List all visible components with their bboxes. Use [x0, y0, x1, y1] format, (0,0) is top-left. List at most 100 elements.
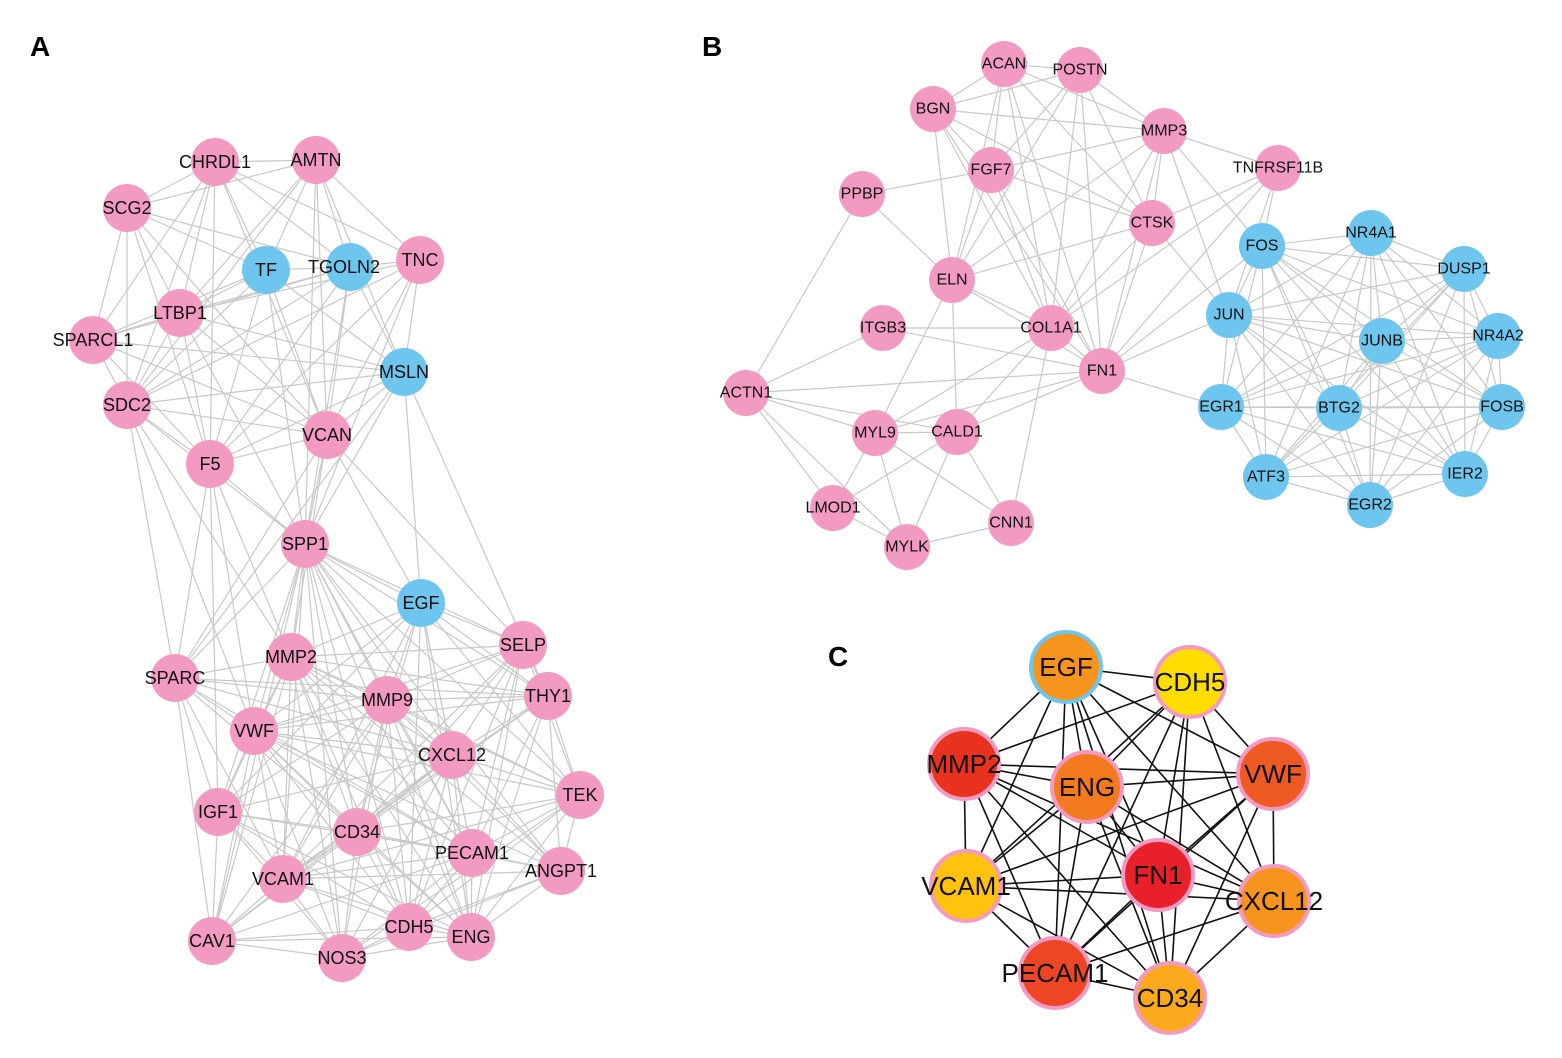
b-node-label: CTSK: [1131, 215, 1174, 232]
b-edge-postn-ctsk: [1079, 69, 1153, 224]
a-edge-tnc-f5: [209, 259, 421, 465]
c-node-label: VCAM1: [921, 871, 1011, 901]
a-edge-mmp2-tek: [290, 656, 581, 796]
b-node-label: ACTN1: [720, 385, 773, 402]
a-edge-spp1-tek: [304, 543, 581, 796]
b-node-circle: [1129, 200, 1175, 246]
a-edge-tek-vcam1: [282, 794, 581, 880]
a-edge-vwf-cav1: [211, 730, 255, 942]
a-edge-tf-spp1: [265, 269, 306, 545]
b-edge-nr4a1-btg2: [1338, 232, 1372, 409]
b-edge-nr4a1-atf3: [1265, 232, 1372, 478]
c-node-label: CXCL12: [1225, 886, 1323, 916]
b-node-label: IER2: [1447, 466, 1483, 483]
b-node-lmod1: LMOD1: [805, 485, 861, 531]
b-edge-junb-egr1: [1220, 340, 1383, 408]
a-edge-tnc-ltbp1: [179, 259, 421, 314]
c-node-label: EGF: [1039, 652, 1092, 682]
b-node-label: CNN1: [989, 515, 1033, 532]
a-edge-mmp2-angpt1: [290, 656, 562, 872]
b-edge-eln-myl9: [874, 279, 953, 434]
b-node-postn: POSTN: [1052, 47, 1108, 93]
b-edge-eln-fn1: [951, 279, 1103, 372]
a-node-label: CD34: [334, 822, 380, 842]
a-edge-mmp9-cav1: [211, 699, 388, 942]
a-node-circle: [537, 847, 585, 895]
a-edge-ltbp1-f5: [179, 312, 211, 465]
c-edge-mmp2-cxcl12: [963, 763, 1275, 902]
a-node-eng: ENG: [447, 913, 495, 961]
a-edge-sparcl1-vcan: [92, 339, 328, 436]
b-node-label: PPBP: [841, 186, 884, 203]
b-node-eln: ELN: [929, 257, 975, 303]
b-edge-cald1-lmod1: [832, 431, 958, 509]
b-node-mmp3: MMP3: [1141, 108, 1187, 154]
b-node-label: COL1A1: [1020, 320, 1081, 337]
c-node-label: FN1: [1133, 860, 1182, 890]
a-edge-amtn-ltbp1: [179, 159, 317, 314]
a-edge-sparc-cav1: [174, 677, 213, 942]
a-edge-scg2-tgoln2: [126, 207, 351, 268]
a-edge-sdc2-sparc: [126, 404, 176, 679]
a-edge-thy1-vcam1: [282, 695, 549, 880]
c-node-circle: [1121, 838, 1195, 912]
b-node-itgb3: ITGB3: [860, 305, 906, 351]
b-edge-tnfrsf11b-fn1: [1101, 167, 1279, 372]
b-edge-nr4a1-ier2: [1370, 232, 1466, 475]
a-edge-tf-f5: [209, 269, 267, 465]
a-edge-pecam1-vcam1: [282, 852, 473, 880]
a-edge-cxcl12-nos3: [341, 754, 453, 959]
a-edge-cd34-eng: [356, 831, 472, 938]
c-node-circle: [1050, 750, 1124, 824]
b-node-circle: [981, 41, 1027, 87]
a-node-circle: [428, 731, 476, 779]
a-node-label: VWF: [234, 721, 274, 741]
b-edge-fn1-actn1: [745, 370, 1103, 394]
a-edge-sdc2-vwf: [126, 404, 255, 732]
panel-b-label: B: [702, 31, 722, 62]
b-node-circle: [929, 257, 975, 303]
b-edge-dusp1-jun: [1228, 268, 1465, 316]
a-edge-vwf-vcam1: [253, 730, 284, 880]
a-edge-mmp9-cdh5: [386, 699, 410, 928]
b-node-label: FOS: [1246, 238, 1279, 255]
a-node-scg2: SCG2: [102, 184, 152, 232]
a-edge-mmp2-nos3: [290, 656, 343, 959]
b-node-circle: [860, 305, 906, 351]
b-edge-itgb3-actn1: [745, 327, 884, 394]
b-edge-mmp3-fgf7: [990, 130, 1165, 171]
a-node-msln: MSLN: [379, 348, 429, 396]
a-edge-angpt1-cdh5: [408, 870, 562, 928]
b-node-cnn1: CNN1: [988, 500, 1034, 546]
b-node-label: POSTN: [1052, 62, 1107, 79]
a-node-vcan: VCAN: [302, 411, 352, 459]
b-node-label: JUNB: [1361, 333, 1403, 350]
c-node-cdh5: CDH5: [1153, 645, 1227, 719]
a-edge-amtn-spp1: [304, 159, 317, 545]
c-node-label: CD34: [1137, 983, 1203, 1013]
b-node-circle: [1316, 385, 1362, 431]
a-edge-tek-nos3: [341, 794, 581, 959]
c-edge-cxcl12-pecam1: [1054, 900, 1275, 974]
a-node-label: AMTN: [291, 150, 342, 170]
a-node-label: TNC: [402, 250, 439, 270]
b-node-label: EGR1: [1199, 399, 1243, 416]
c-edge-mmp2-fn1: [963, 763, 1159, 876]
a-node-label: MMP2: [265, 647, 317, 667]
a-edge-chrdl1-sdc2: [126, 161, 216, 406]
a-edge-selp-mmp2: [290, 644, 524, 658]
b-node-circle: [1079, 348, 1125, 394]
a-edge-scg2-f5: [126, 207, 211, 465]
b-edge-jun-junb: [1228, 314, 1383, 342]
a-node-circle: [396, 236, 444, 284]
b-node-circle: [1057, 47, 1103, 93]
a-node-sparc: SPARC: [145, 654, 205, 702]
a-node-label: SPARCL1: [53, 330, 134, 350]
b-edge-postn-fn1: [1079, 69, 1103, 372]
c-node-mmp2: MMP2: [926, 727, 1002, 801]
a-edge-vwf-cxcl12: [253, 730, 453, 756]
a-edge-spp1-angpt1: [304, 543, 562, 872]
a-edge-amtn-sdc2: [126, 159, 317, 406]
b-edge-jun-egr2: [1228, 314, 1371, 506]
a-node-cdh5: CDH5: [384, 903, 434, 951]
